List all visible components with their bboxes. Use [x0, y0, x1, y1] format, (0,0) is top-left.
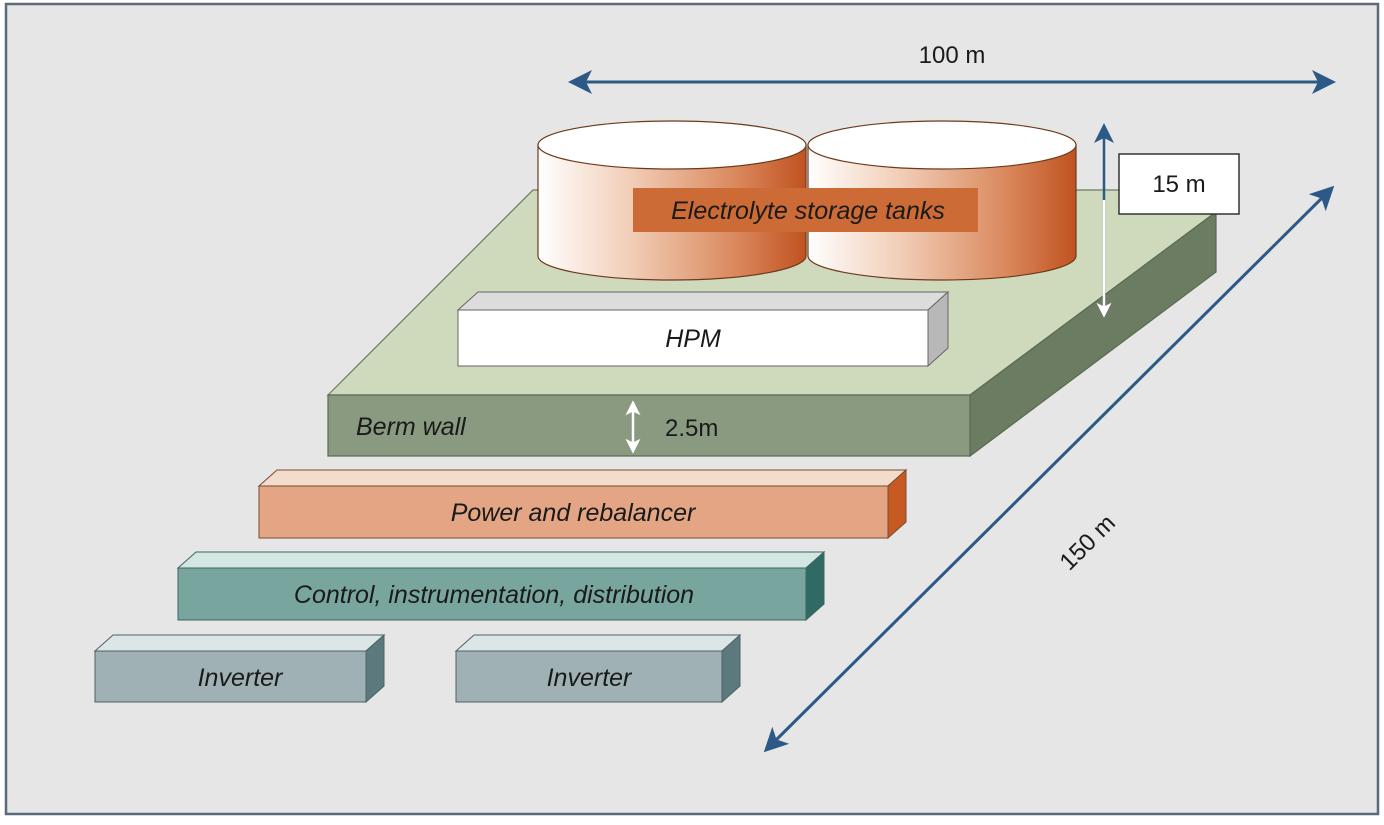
inverter-left-box: [93, 633, 386, 704]
inverter-right-label: Inverter: [547, 664, 633, 692]
hpm-label: HPM: [665, 325, 721, 353]
inverter-left-label: Inverter: [198, 664, 284, 692]
berm-height-label: 2.5m: [665, 415, 718, 442]
tanks-label: Electrolyte storage tanks: [671, 197, 945, 225]
berm-wall-label: Berm wall: [356, 413, 467, 441]
width-label: 100 m: [919, 42, 986, 69]
inverter-right-box: [454, 633, 742, 704]
tank-height-label: 15 m: [1152, 171, 1205, 198]
depth-arrow: [763, 185, 1335, 753]
control-label: Control, instrumentation, distribution: [294, 581, 694, 609]
power-label: Power and rebalancer: [451, 499, 697, 527]
